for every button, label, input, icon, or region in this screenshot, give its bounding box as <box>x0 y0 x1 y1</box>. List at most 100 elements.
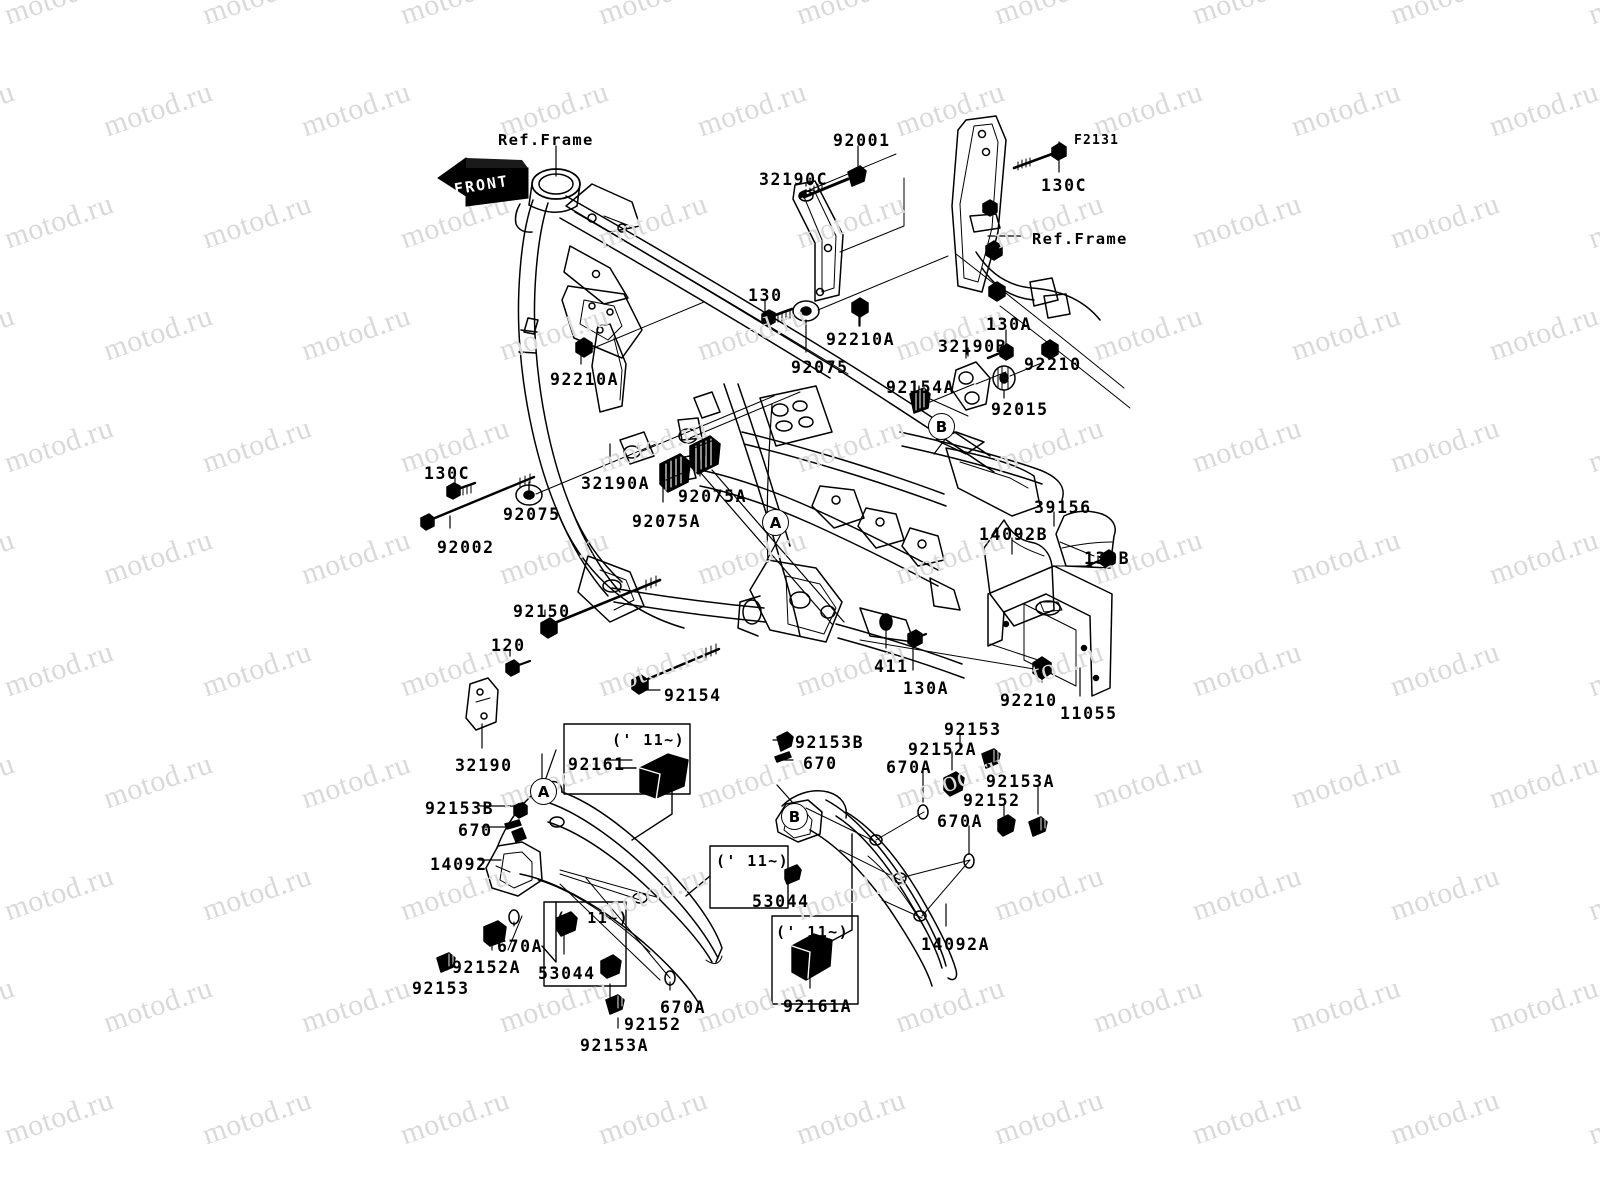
fastener-92152a-r <box>943 771 965 797</box>
callout-92153b: 92153B <box>425 799 495 818</box>
circle-a-frame: A <box>762 509 789 536</box>
stud-92154a <box>909 387 969 417</box>
callout-670a: 670A <box>886 758 933 777</box>
fender-14092 <box>485 780 723 1003</box>
callout-670a: 670A <box>497 937 544 956</box>
fastener-92153a-l <box>605 993 625 1015</box>
callout-92153b: 92153B <box>795 733 865 752</box>
callout-130c: 130C <box>424 464 471 483</box>
callout-92210: 92210 <box>1000 691 1058 710</box>
callout-11055: 11055 <box>1060 704 1118 723</box>
callout-130: 130 <box>748 286 783 305</box>
inset-box-53044-left <box>541 901 627 987</box>
rear-frame-rail <box>951 115 1101 321</box>
fastener-53044-r <box>784 864 802 885</box>
collar-92015 <box>992 365 1016 391</box>
callout-92152a: 92152A <box>908 740 978 759</box>
callout-670a: 670A <box>937 812 984 831</box>
callout-92002: 92002 <box>437 538 495 557</box>
bolt-130c-left <box>446 481 477 500</box>
bolt-92150 <box>540 575 662 639</box>
collar-92075-top <box>792 300 820 322</box>
callout-92153a: 92153A <box>580 1036 650 1055</box>
bolt-92002 <box>420 473 536 531</box>
cover-14092b <box>983 519 1055 627</box>
fender-14092a <box>775 790 958 987</box>
callout-92153a: 92153A <box>986 772 1056 791</box>
bracket-11055 <box>987 565 1113 697</box>
inset-box-92161 <box>563 723 691 841</box>
callout-92161a: 92161A <box>783 997 853 1016</box>
fastener-92153-r <box>981 747 1001 769</box>
bracket-32190 <box>465 677 499 731</box>
callout-92001: 92001 <box>833 131 891 150</box>
callout-53044: 53044 <box>538 964 596 983</box>
yr-4: (' 11~) <box>776 923 850 941</box>
callout-92015: 92015 <box>991 400 1049 419</box>
screw-120 <box>505 659 532 677</box>
callout-120: 120 <box>491 636 526 655</box>
bolt-130a-top <box>986 343 1014 361</box>
inset-box-92161a <box>771 833 859 1005</box>
yr-1: (' 11~) <box>612 731 686 749</box>
callout-92075a: 92075A <box>678 487 748 506</box>
washer-411 <box>879 613 893 631</box>
nut-92210a-left <box>575 337 593 358</box>
bracket-32190c <box>792 180 844 302</box>
fastener-92153a-r <box>1028 815 1048 837</box>
assembly-lines <box>495 153 1095 981</box>
callout-92150: 92150 <box>513 602 571 621</box>
fastener-92152-l <box>600 954 622 979</box>
ref-frame-right: Ref.Frame <box>1032 230 1128 248</box>
front-direction-marker: FRONT <box>432 148 536 216</box>
pad-39156 <box>1055 510 1116 569</box>
yr-2: (' 11~) <box>556 909 630 927</box>
callout-14092a: 14092A <box>921 935 991 954</box>
callout-53044: 53044 <box>752 892 810 911</box>
yr-3: (' 11~) <box>716 852 790 870</box>
callout-130a: 130A <box>986 315 1033 334</box>
inset-box-53044-right <box>685 845 789 909</box>
callout-92154a: 92154A <box>886 378 956 397</box>
callout-32190a: 32190A <box>581 474 651 493</box>
callout-92210a: 92210A <box>826 330 896 349</box>
bracket-32190b <box>951 361 991 411</box>
callout-670: 670 <box>458 821 493 840</box>
callout-92210: 92210 <box>1024 355 1082 374</box>
callout-f2131: F2131 <box>1074 133 1120 148</box>
fastener-92153-l <box>436 951 456 973</box>
callout-411: 411 <box>874 657 909 676</box>
fastener-53044-l <box>556 911 578 937</box>
leader-lines <box>446 141 1099 1029</box>
circle-a-fender: A <box>530 778 557 805</box>
bolt-130c-right <box>1012 142 1067 171</box>
bolt-92001 <box>799 165 867 199</box>
fastener-92152a-l <box>483 920 507 947</box>
circle-b-fender: B <box>781 803 808 830</box>
callout-130c: 130C <box>1041 176 1088 195</box>
callout-92075: 92075 <box>503 505 561 524</box>
callout-92075: 92075 <box>791 358 849 377</box>
callout-92152a: 92152A <box>452 958 522 977</box>
fastener-670a-r1 <box>917 804 929 820</box>
callout-32190c: 32190C <box>759 170 829 189</box>
fastener-92153b-r <box>776 731 794 752</box>
callout-92152: 92152 <box>963 791 1021 810</box>
callout-92161: 92161 <box>568 755 626 774</box>
callout-39156: 39156 <box>1034 498 1092 517</box>
callout-130b: 130B <box>1084 549 1131 568</box>
bolt-92154 <box>631 643 721 695</box>
callout-670: 670 <box>803 754 838 773</box>
bolt-130a-bottom <box>907 629 928 648</box>
nut-92210a-top <box>851 297 869 318</box>
callout-32190b: 32190B <box>938 337 1008 356</box>
fastener-92152-r <box>997 814 1016 837</box>
callout-92075a: 92075A <box>632 512 702 531</box>
collar-92075a-1 <box>659 453 691 493</box>
callout-92154: 92154 <box>664 686 722 705</box>
callout-92210a: 92210A <box>550 370 620 389</box>
callout-92152: 92152 <box>624 1015 682 1034</box>
callout-92153: 92153 <box>944 720 1002 739</box>
callout-130a: 130A <box>903 679 950 698</box>
